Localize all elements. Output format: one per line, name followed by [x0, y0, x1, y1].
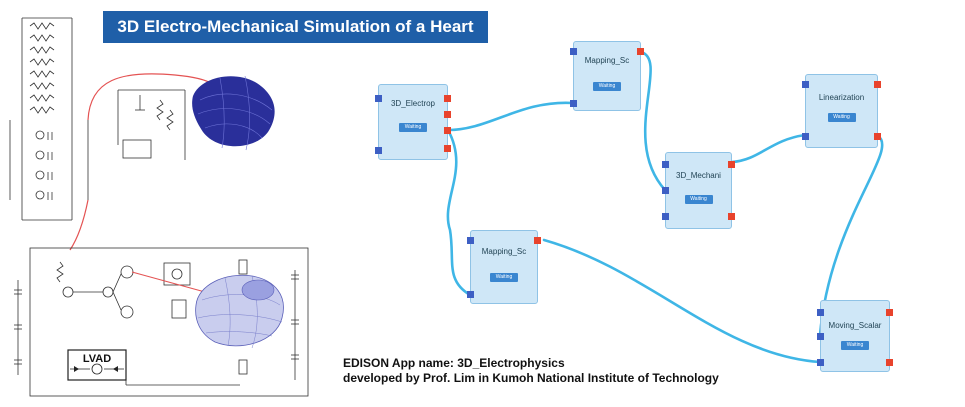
- connector-electrop-mapping2: [446, 128, 472, 297]
- connector-mapping1-mechani: [639, 50, 667, 192]
- node-title: Mapping_Sc: [584, 56, 630, 65]
- circuit-ladder: [9, 17, 89, 221]
- connector-mapping2-moving: [542, 238, 822, 364]
- output-port[interactable]: [874, 133, 881, 140]
- input-port[interactable]: [467, 237, 474, 244]
- node-3d-electrop[interactable]: 3D_Electrop Waiting: [375, 84, 451, 160]
- output-port[interactable]: [444, 95, 451, 102]
- heart-mesh-top: [192, 75, 275, 151]
- input-port[interactable]: [467, 291, 474, 298]
- node-moving-scalar[interactable]: Moving_Scalar Waiting: [817, 300, 893, 372]
- node-title: Mapping_Sc: [481, 247, 527, 256]
- node-status-button[interactable]: Waiting: [399, 123, 427, 132]
- output-port[interactable]: [728, 161, 735, 168]
- node-title: 3D_Electrop: [390, 99, 436, 108]
- input-port[interactable]: [817, 309, 824, 316]
- node-3d-mechani[interactable]: 3D_Mechani Waiting: [662, 152, 735, 229]
- input-port[interactable]: [802, 133, 809, 140]
- input-port[interactable]: [375, 147, 382, 154]
- input-port[interactable]: [570, 48, 577, 55]
- node-status-button[interactable]: Waiting: [490, 273, 518, 282]
- input-port[interactable]: [662, 213, 669, 220]
- developer-line: developed by Prof. Lim in Kumoh National…: [343, 371, 719, 385]
- node-mapping-sc-2[interactable]: Mapping_Sc Waiting: [467, 230, 541, 304]
- output-port[interactable]: [886, 359, 893, 366]
- heart-mesh-bottom: [195, 274, 284, 349]
- output-port[interactable]: [444, 111, 451, 118]
- node-status-button[interactable]: Waiting: [684, 195, 713, 204]
- lvad-box: [67, 349, 127, 381]
- output-port[interactable]: [886, 309, 893, 316]
- input-port[interactable]: [375, 95, 382, 102]
- output-port[interactable]: [534, 237, 541, 244]
- red-connector-left: [69, 199, 89, 251]
- input-port[interactable]: [817, 359, 824, 366]
- node-title: Linearization: [818, 93, 865, 102]
- connector-linearization-moving: [818, 134, 884, 337]
- node-status-button[interactable]: Waiting: [827, 113, 856, 122]
- node-title: Moving_Scalar: [828, 321, 882, 330]
- output-port[interactable]: [444, 145, 451, 152]
- lvad-label: LVAD: [83, 353, 111, 365]
- workflow-connectors: [446, 50, 884, 364]
- app-name-line: EDISON App name: 3D_Electrophysics: [343, 356, 565, 370]
- input-port[interactable]: [817, 333, 824, 340]
- red-connector-bottom: [131, 271, 206, 293]
- app-caption: EDISON App name: 3D_Electrophysics devel…: [343, 356, 719, 386]
- output-port[interactable]: [637, 48, 644, 55]
- connector-electrop-mapping1: [446, 101, 575, 132]
- heart-circuit: [117, 89, 186, 160]
- input-port[interactable]: [662, 161, 669, 168]
- node-linearization[interactable]: Linearization Waiting: [802, 74, 881, 148]
- page-title: 3D Electro-Mechanical Simulation of a He…: [103, 11, 488, 43]
- output-port[interactable]: [728, 213, 735, 220]
- node-title: 3D_Mechani: [676, 171, 721, 180]
- input-port[interactable]: [662, 187, 669, 194]
- input-port[interactable]: [802, 81, 809, 88]
- output-port[interactable]: [874, 81, 881, 88]
- output-port[interactable]: [444, 127, 451, 134]
- input-port[interactable]: [570, 100, 577, 107]
- lower-circuit: [14, 247, 309, 397]
- connector-mechani-linearization: [730, 133, 807, 164]
- node-status-button[interactable]: Waiting: [841, 341, 869, 350]
- node-mapping-sc-1[interactable]: Mapping_Sc Waiting: [570, 41, 644, 111]
- node-status-button[interactable]: Waiting: [593, 82, 621, 91]
